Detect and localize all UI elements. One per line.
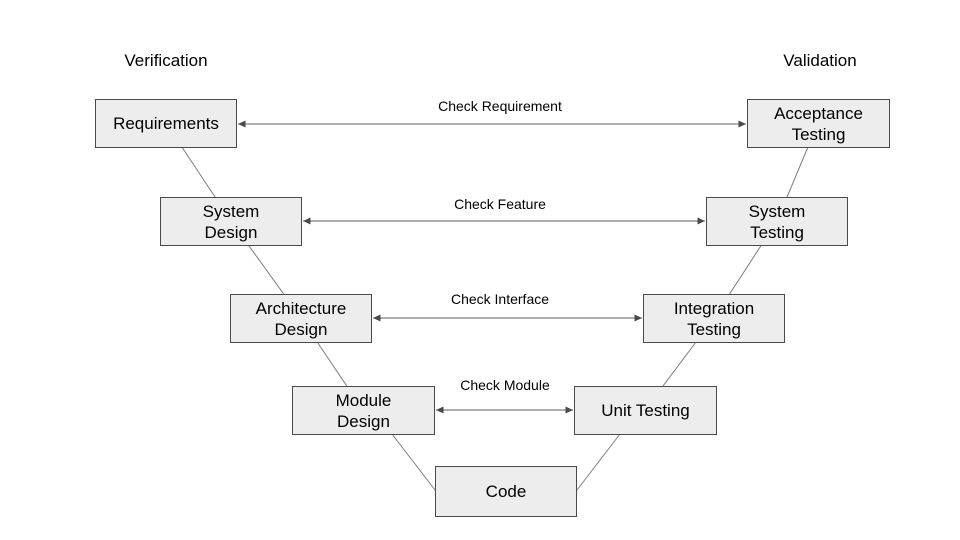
node-architecture-design: Architecture Design	[230, 294, 372, 343]
validation-label: Validation	[783, 51, 857, 70]
check-feature-label: Check Feature	[454, 196, 546, 212]
node-unit-testing: Unit Testing	[574, 386, 717, 435]
link-moduledesign-code	[391, 433, 436, 491]
node-system-design: System Design	[160, 197, 302, 246]
verification-label: Verification	[124, 51, 208, 70]
node-code: Code	[435, 466, 577, 517]
node-requirements: Requirements	[95, 99, 237, 148]
check-requirement-label: Check Requirement	[438, 98, 562, 114]
node-module-design: Module Design	[292, 386, 435, 435]
link-code-unittesting	[576, 433, 621, 491]
node-system-testing: System Testing	[706, 197, 848, 246]
check-interface-label: Check Interface	[450, 291, 550, 307]
node-integration-testing: Integration Testing	[643, 294, 785, 343]
check-module-label: Check Module	[460, 377, 550, 393]
node-acceptance-testing: Acceptance Testing	[747, 99, 890, 148]
